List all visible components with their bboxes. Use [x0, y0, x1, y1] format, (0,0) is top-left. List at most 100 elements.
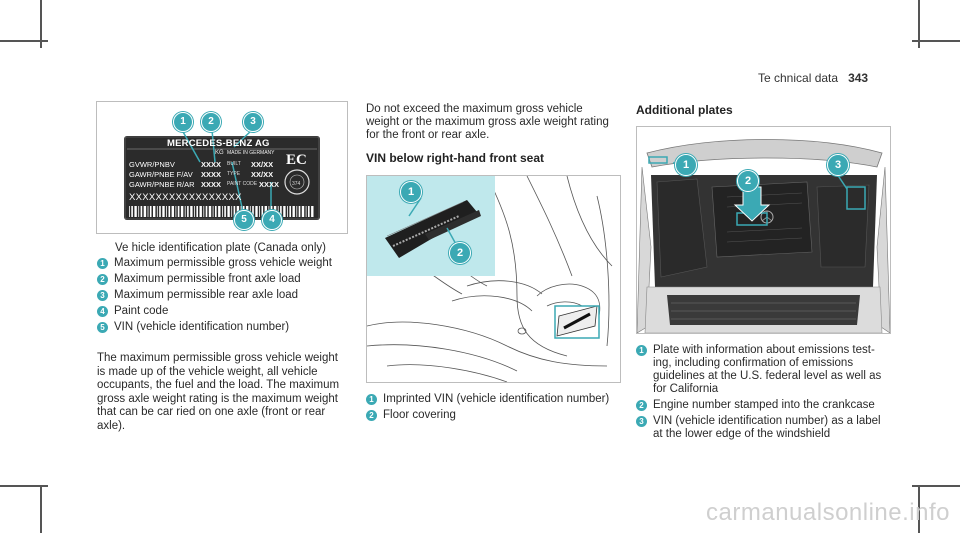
barcode-bar: [171, 206, 174, 217]
plate-row-value: XXXX: [201, 160, 222, 169]
barcode-bar: [140, 206, 143, 217]
watermark: carmanualsonline.info: [706, 499, 950, 526]
barcode-bar: [259, 206, 260, 217]
seat-heading: VIN below right-hand front seat: [366, 151, 545, 165]
barcode-bar: [289, 206, 291, 217]
barcode-bar: [159, 206, 161, 217]
barcode-bar: [175, 206, 177, 217]
barcode-bar: [177, 206, 180, 217]
plate-row-label: GVWR/PNBV: [129, 160, 175, 169]
barcode-bar: [298, 206, 301, 217]
barcode-bar: [134, 206, 137, 217]
plate-row-value2: XX/XX: [251, 160, 274, 169]
barcode-bar: [255, 206, 258, 217]
legend-item: 1 Imprinted VIN (vehicle identification n…: [366, 393, 636, 406]
barcode-bar: [138, 206, 140, 217]
legend-item: 2 Floor covering: [366, 409, 636, 422]
plate-row-label: GAWR/PNBE R/AR: [129, 180, 195, 189]
legend-number: 1: [97, 258, 108, 269]
page-number: 343: [848, 71, 869, 85]
plate-row-value2: XXXX: [259, 180, 280, 189]
legend-item: 1 Maximum permissible gross vehicle weigh…: [97, 257, 357, 270]
legend-line: VIN (vehicle identification number) as a…: [653, 415, 881, 427]
barcode-bar: [166, 206, 167, 217]
legend-line: Engine number stamped into the crankcase: [653, 399, 875, 411]
callout-marker: 1: [675, 154, 697, 176]
paragraph-line: axle).: [97, 419, 126, 432]
legend-number: 2: [366, 410, 377, 421]
barcode-bar: [308, 206, 310, 217]
barcode-bar: [153, 206, 156, 217]
barcode-bar: [305, 206, 307, 217]
barcode-bar: [196, 206, 198, 217]
legend-item: 3 Maximum permissible rear axle load: [97, 289, 357, 302]
crop-mark: [0, 40, 48, 42]
barcode-bar: [143, 206, 147, 217]
section-title: Te chnical data: [758, 71, 839, 85]
barcode-bar: [168, 206, 171, 217]
legend-number: 1: [366, 394, 377, 405]
barcode-bar: [184, 206, 186, 217]
barcode-bar: [287, 206, 288, 217]
barcode-bar: [162, 206, 165, 217]
barcode-bar: [311, 206, 314, 217]
svg-text:374: 374: [292, 181, 301, 187]
plate-illustration: 374: [124, 129, 320, 220]
legend-text: Floor covering: [383, 409, 456, 421]
plate-row-key: TYPE: [227, 171, 241, 177]
callout-marker: 1: [400, 181, 422, 203]
plate-caption: Ve hicle identification plate (Canada on…: [115, 242, 326, 254]
paragraph-line: gross axle weight rating is the maximum …: [97, 392, 338, 405]
barcode-bar: [156, 206, 158, 217]
plate-made-in: MADE IN GERMANY: [227, 150, 275, 156]
legend-text: Maximum permissible gross vehicle weight: [114, 257, 332, 269]
legend-number: 3: [97, 290, 108, 301]
callout-marker: 1: [173, 112, 193, 132]
barcode-bar: [252, 206, 254, 217]
plate-title: MERCEDES-BENZ AG: [167, 138, 270, 149]
legend-text: Imprinted VIN (vehicle identification nu…: [383, 393, 610, 405]
barcode-bar: [208, 206, 212, 217]
legend-number: 3: [636, 416, 647, 427]
legend-line: ing, including confirmation of emissions: [653, 357, 854, 369]
barcode-bar: [187, 206, 189, 217]
seat-legend: 1 Imprinted VIN (vehicle identification n…: [366, 393, 636, 425]
legend-text: Maximum permissible rear axle load: [114, 289, 299, 301]
callout-marker: 2: [449, 242, 471, 264]
crop-mark: [40, 0, 42, 48]
legend-text: Plate with information about emissions t…: [653, 344, 881, 396]
barcode-bar: [180, 206, 184, 217]
paragraph-line: weight or the maximum gross axle weight …: [366, 116, 609, 128]
paragraph-line: is made up of the vehicle weight, all ve…: [97, 365, 318, 378]
paragraph-line: that can be car ried on one axle (front …: [97, 406, 326, 418]
legend-text: VIN (vehicle identification number): [114, 321, 290, 333]
legend-text: Engine number stamped into the crankcase: [653, 399, 875, 412]
plate-row-key: BUILT: [227, 161, 241, 167]
barcode-bar: [261, 206, 264, 217]
barcode-bar: [149, 206, 152, 217]
plate-kg: KG: [215, 150, 224, 156]
legend-line: for California: [653, 383, 719, 395]
plate-ec: EC: [286, 152, 307, 168]
barcode-bar: [205, 206, 208, 217]
engine-legend: 1 Plate with information about emissions …: [636, 344, 906, 444]
legend-text: Paint code: [114, 305, 169, 317]
legend-number: 5: [97, 322, 108, 333]
barcode-bar: [203, 206, 205, 217]
legend-number: 1: [636, 345, 647, 356]
barcode-bar: [222, 206, 223, 217]
barcode-bar: [283, 206, 286, 217]
plate-row-value: XXXX: [201, 180, 222, 189]
callout-marker: 2: [737, 170, 759, 192]
barcode-bar: [227, 206, 230, 217]
crop-mark: [912, 485, 960, 487]
barcode-bar: [301, 206, 305, 217]
legend-item: 5 VIN (vehicle identification number): [97, 321, 357, 334]
barcode-bar: [231, 206, 233, 217]
legend-line: Plate with information about emissions t…: [653, 344, 875, 356]
barcode-bar: [292, 206, 295, 217]
